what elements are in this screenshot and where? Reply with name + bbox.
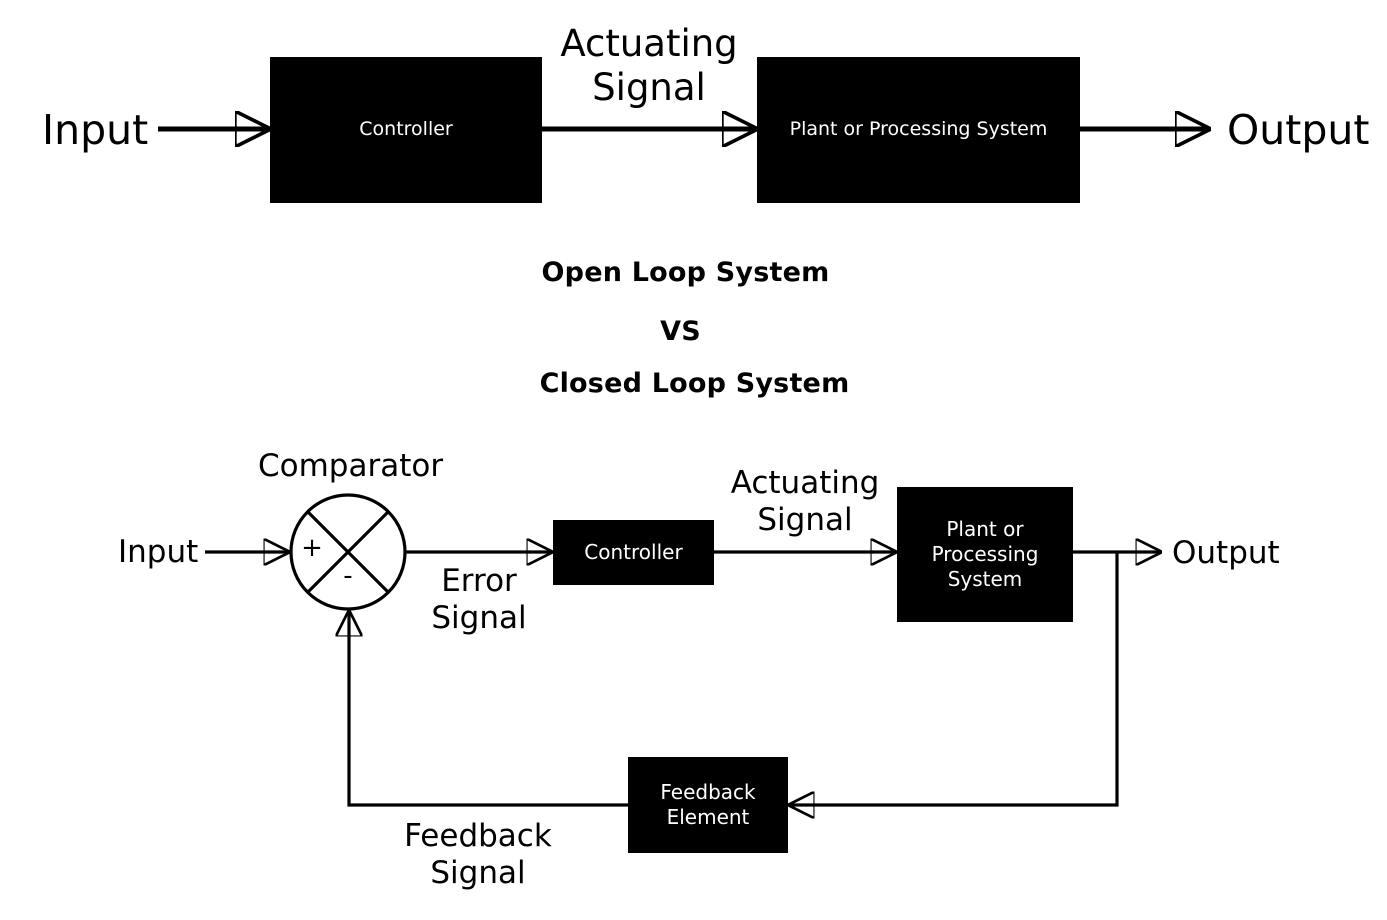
open-loop-output-label: Output (1227, 106, 1370, 154)
feedback-signal-label: Feedback Signal (404, 818, 552, 891)
closed-loop-controller-label: Controller (584, 540, 683, 564)
comparator-title-label: Comparator (258, 448, 444, 484)
wire-feedback-signal (349, 612, 628, 807)
closed-loop-plant-block: Plant or Processing System (897, 487, 1073, 622)
closed-loop-output-label: Output (1172, 535, 1280, 571)
error-signal-label: Error Signal (431, 563, 527, 636)
feedback-element-label: Feedback Element (660, 780, 756, 829)
open-loop-actuating-signal-label: Actuating Signal (560, 22, 738, 109)
open-loop-input-label: Input (42, 106, 149, 154)
open-loop-controller-block: Controller (270, 57, 542, 203)
open-loop-plant-label: Plant or Processing System (789, 118, 1048, 141)
heading-closed-loop-system: Closed Loop System (539, 368, 850, 399)
comparator-minus-sign: - (343, 561, 353, 591)
heading-open-loop-system: Open Loop System (541, 257, 830, 288)
heading-vs: VS (660, 316, 701, 347)
closed-loop-plant-label: Plant or Processing System (931, 517, 1039, 591)
open-loop-controller-label: Controller (359, 118, 453, 141)
comparator-plus-sign: + (301, 533, 323, 563)
feedback-element-block: Feedback Element (628, 757, 788, 853)
open-loop-plant-block: Plant or Processing System (757, 57, 1080, 203)
closed-loop-actuating-signal-label: Actuating Signal (730, 465, 880, 538)
closed-loop-input-label: Input (118, 534, 199, 570)
closed-loop-controller-block: Controller (553, 520, 714, 585)
